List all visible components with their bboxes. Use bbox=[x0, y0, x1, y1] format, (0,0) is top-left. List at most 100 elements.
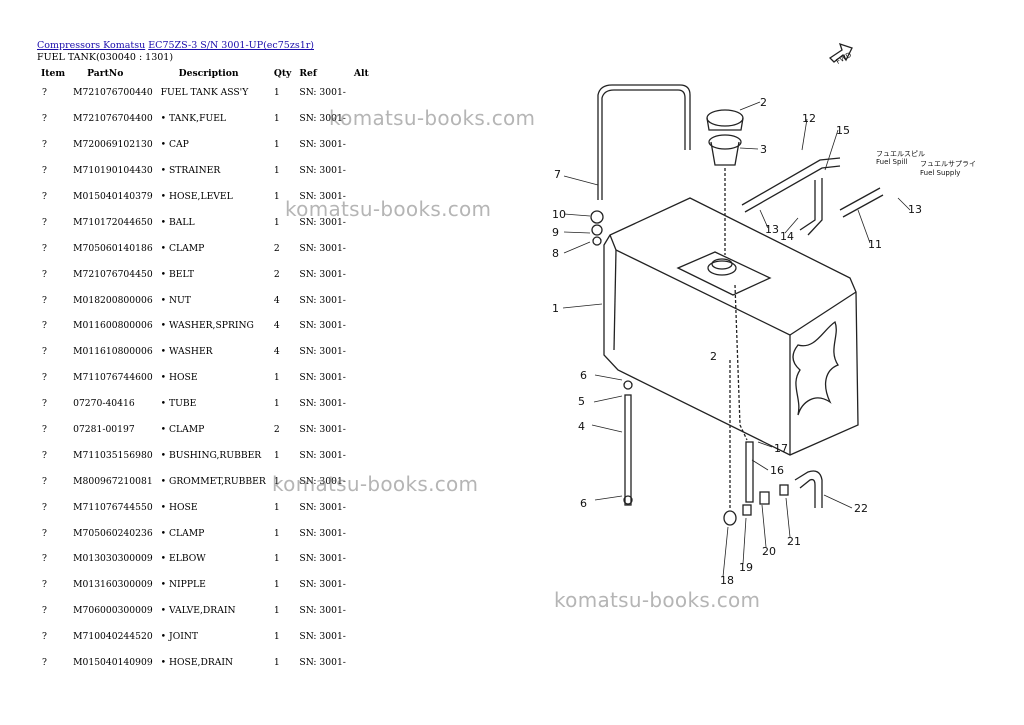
ref-cell: SN: 3001- bbox=[299, 268, 346, 280]
item-cell: ? bbox=[42, 191, 47, 202]
ref-cell: SN: 3001- bbox=[299, 501, 346, 513]
partno-cell: M705060140186 bbox=[73, 242, 153, 254]
alt-cell bbox=[350, 442, 373, 468]
item-cell: ? bbox=[42, 553, 47, 565]
item-cell: ? bbox=[42, 242, 47, 254]
item-cell: ? bbox=[42, 320, 47, 332]
description-cell: • CLAMP bbox=[160, 242, 205, 254]
alt-cell bbox=[350, 132, 373, 158]
drain-hose-bend bbox=[794, 470, 823, 508]
item-cell: ? bbox=[42, 657, 47, 669]
callout-number: 1 bbox=[552, 302, 559, 315]
item-cell: ? bbox=[42, 475, 47, 487]
parts-table: Item PartNo Description Qty Ref Alt ?M72… bbox=[34, 66, 373, 675]
description-cell: • CLAMP bbox=[160, 424, 205, 436]
qty-cell: 1 bbox=[273, 579, 280, 591]
qty-cell: 1 bbox=[273, 501, 280, 513]
fuel-spill-jp-label: フュエルスピル bbox=[876, 150, 925, 158]
callout-number: 13 bbox=[908, 203, 922, 216]
item-cell: ? bbox=[42, 449, 47, 461]
partno-cell: M018200800006 bbox=[73, 294, 153, 306]
partno-cell: M710172044650 bbox=[73, 216, 153, 228]
qty-cell: 1 bbox=[273, 631, 280, 643]
partno-cell: M706000300009 bbox=[73, 605, 153, 617]
description-cell: • BELT bbox=[160, 268, 194, 280]
fuel-spill-label: Fuel Spill bbox=[876, 158, 907, 166]
col-qty-header: Qty bbox=[273, 67, 292, 79]
alt-cell bbox=[350, 417, 373, 443]
description-cell: FUEL TANK ASS'Y bbox=[160, 87, 249, 99]
description-cell: • BALL bbox=[160, 216, 195, 228]
breadcrumb: Compressors Komatsu EC75ZS-3 S/N 3001-UP… bbox=[37, 40, 314, 51]
callout-number: 14 bbox=[780, 230, 794, 243]
watermark: komatsu-books.com bbox=[329, 106, 536, 130]
breadcrumb-link-compressors[interactable]: Compressors Komatsu bbox=[37, 40, 146, 51]
breadcrumb-link-model[interactable]: EC75ZS-3 S/N 3001-UP(ec75zs1r) bbox=[148, 40, 314, 51]
col-description-header: Description bbox=[178, 67, 239, 79]
item-cell: ? bbox=[42, 527, 47, 539]
partno-cell: M721076704400 bbox=[73, 113, 153, 125]
callout-number: 2 bbox=[760, 96, 767, 109]
item-cell: ? bbox=[42, 113, 47, 125]
cap-part bbox=[706, 109, 744, 127]
item-cell: ? bbox=[42, 605, 47, 617]
fuel-supply-label: Fuel Supply bbox=[920, 169, 960, 177]
qty-cell: 1 bbox=[273, 398, 280, 410]
col-alt-header: Alt bbox=[353, 67, 369, 79]
qty-cell: 1 bbox=[273, 372, 280, 384]
partno-cell: 07281-00197 bbox=[73, 424, 135, 436]
description-cell: • STRAINER bbox=[160, 165, 221, 177]
qty-cell: 2 bbox=[273, 424, 280, 436]
callout-number: 6 bbox=[580, 369, 587, 382]
callout-number: 13 bbox=[765, 223, 779, 236]
description-cell: • HOSE bbox=[160, 501, 198, 513]
ref-cell: SN: 3001- bbox=[299, 475, 346, 487]
frame-rod bbox=[597, 84, 691, 200]
hose-mark-label: 2 bbox=[710, 350, 717, 363]
alt-cell bbox=[350, 287, 373, 313]
description-cell: • TUBE bbox=[160, 398, 197, 410]
callout-number: 4 bbox=[578, 420, 585, 433]
qty-cell: 4 bbox=[273, 294, 280, 306]
col-partno-header: PartNo bbox=[87, 67, 124, 79]
qty-cell: 4 bbox=[273, 320, 280, 332]
partno-cell: M721076704450 bbox=[73, 268, 153, 280]
ref-cell: SN: 3001- bbox=[299, 605, 346, 617]
callout-number: 20 bbox=[762, 545, 776, 558]
partno-cell: M720069102130 bbox=[73, 139, 153, 151]
partno-cell: M721076700440 bbox=[73, 87, 153, 99]
partno-cell: M013160300009 bbox=[73, 579, 153, 591]
qty-cell: 1 bbox=[273, 553, 280, 565]
ref-cell: SN: 3001- bbox=[299, 579, 346, 591]
ref-cell: SN: 3001- bbox=[299, 346, 346, 358]
watermark: komatsu-books.com bbox=[554, 588, 761, 612]
ref-cell: SN: 3001- bbox=[299, 372, 346, 384]
description-cell: • CAP bbox=[160, 139, 189, 151]
callout-number: 16 bbox=[770, 464, 784, 477]
ref-cell: SN: 3001- bbox=[299, 165, 346, 177]
ref-cell: SN: 3001- bbox=[299, 216, 346, 228]
qty-cell: 4 bbox=[273, 346, 280, 358]
description-cell: • GROMMET,RUBBER bbox=[160, 475, 266, 487]
alt-cell bbox=[350, 80, 373, 106]
fuel-tank-diagram: フュエルスピル Fuel Spill フュエルサプライ Fuel Supply … bbox=[552, 42, 976, 587]
qty-cell: 1 bbox=[273, 657, 280, 669]
qty-cell: 1 bbox=[273, 113, 280, 125]
watermark: komatsu-books.com bbox=[272, 472, 479, 496]
callout-number: 11 bbox=[868, 238, 882, 251]
item-cell: ? bbox=[42, 268, 47, 280]
